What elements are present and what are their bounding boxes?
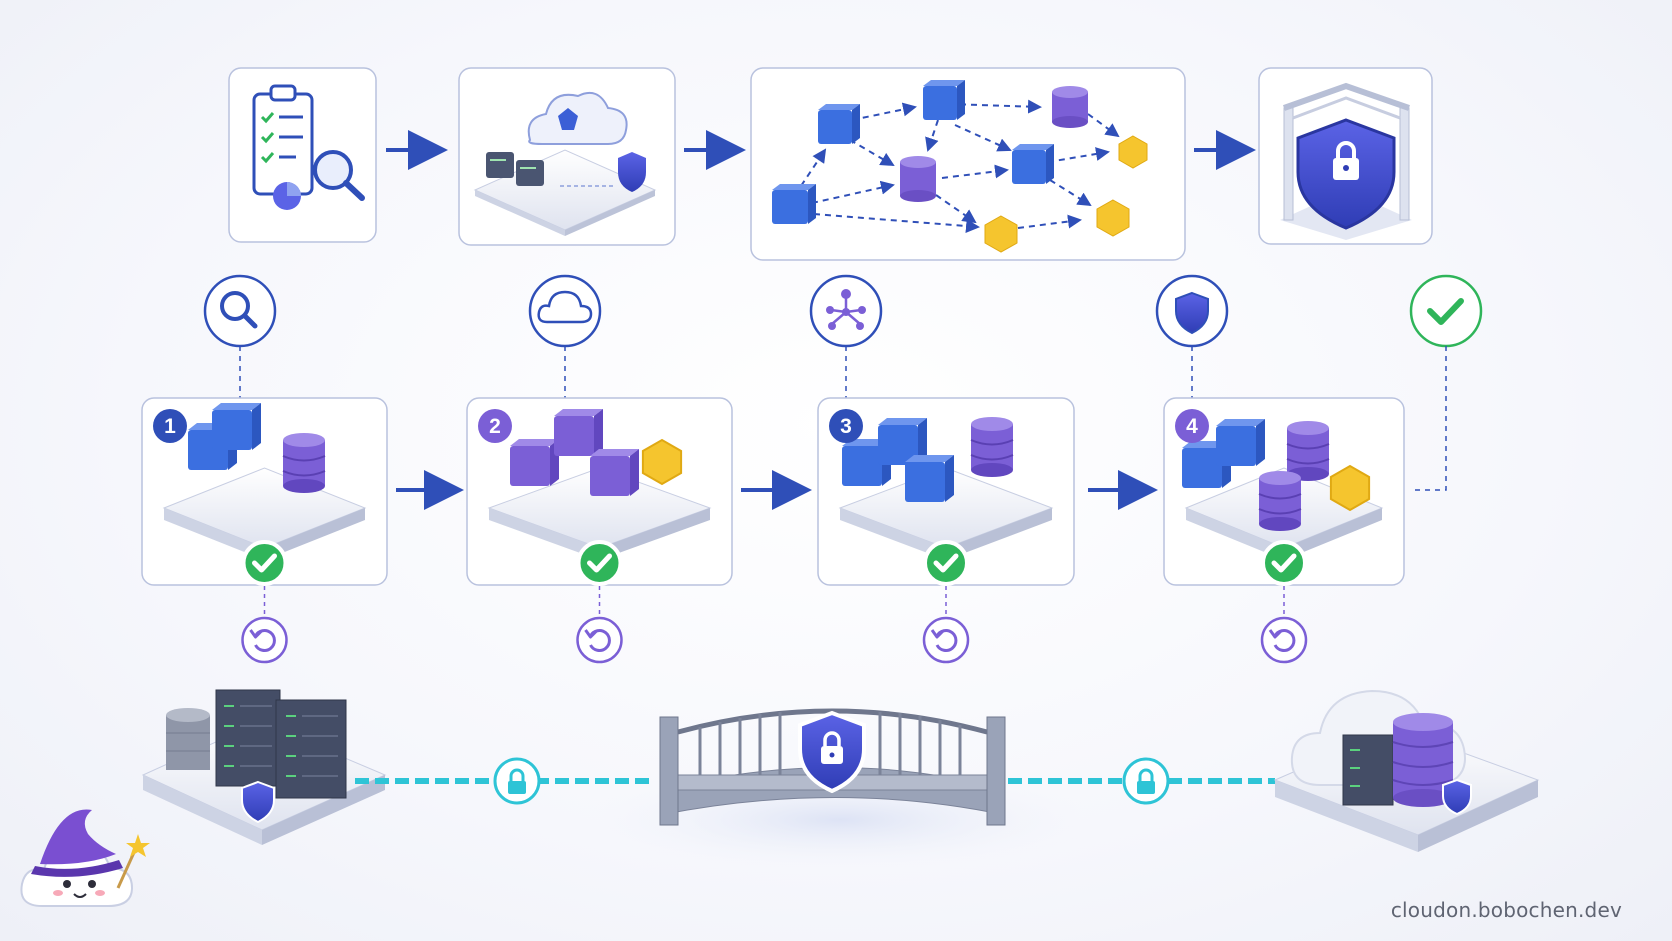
check-icon bbox=[1271, 553, 1297, 573]
step-icon-search bbox=[203, 274, 277, 398]
cube-icon bbox=[1216, 419, 1265, 466]
cube-icon bbox=[878, 418, 927, 465]
top-panel-cloud bbox=[458, 67, 676, 246]
check-icon bbox=[933, 553, 959, 573]
step-number-badge: 4 bbox=[1175, 409, 1209, 443]
secure-link-left bbox=[355, 757, 655, 805]
step-panel-3: 3 bbox=[817, 397, 1075, 664]
database-icon bbox=[1258, 471, 1302, 531]
check-icon bbox=[252, 553, 277, 573]
lock-icon bbox=[508, 781, 526, 794]
cube-icon bbox=[510, 439, 559, 486]
cloud-datacenter-icon bbox=[1273, 689, 1540, 852]
secure-link-right bbox=[1008, 757, 1275, 805]
network-icon bbox=[826, 289, 866, 330]
top-panel-dependency-graph bbox=[750, 67, 1186, 261]
step-number: 1 bbox=[164, 415, 176, 438]
step-panel-1: 1 bbox=[141, 397, 388, 664]
step-complete-check bbox=[241, 540, 288, 586]
final-status-check bbox=[1409, 274, 1483, 491]
database-icon bbox=[970, 417, 1014, 477]
on-premise-datacenter-icon bbox=[141, 689, 387, 845]
graph-node-cube bbox=[818, 104, 860, 144]
rollback-button[interactable] bbox=[576, 616, 623, 664]
wizard-cloud-mascot bbox=[20, 809, 150, 907]
step-number: 2 bbox=[489, 415, 501, 438]
cloud-icon bbox=[537, 290, 593, 324]
graph-node-hexagon bbox=[1118, 135, 1148, 169]
step-number-badge: 2 bbox=[478, 409, 512, 443]
secure-bridge-icon bbox=[659, 708, 1006, 826]
rollback-button[interactable] bbox=[922, 616, 970, 664]
step-number-badge: 1 bbox=[153, 409, 187, 443]
step-icon-network bbox=[809, 274, 883, 398]
lock-icon bbox=[1137, 781, 1155, 794]
graph-node-database bbox=[900, 156, 936, 202]
cube-icon bbox=[905, 455, 954, 502]
secure-gateway-icon bbox=[1280, 82, 1412, 240]
hexagon-icon bbox=[641, 438, 683, 486]
graph-node-cube bbox=[772, 184, 816, 224]
check-icon bbox=[587, 553, 612, 573]
graph-node-database bbox=[1052, 86, 1088, 128]
cube-icon bbox=[212, 403, 261, 450]
graph-node-cube bbox=[923, 80, 965, 120]
shield-icon bbox=[1175, 291, 1209, 335]
rollback-button[interactable] bbox=[1260, 616, 1308, 664]
clipboard-analysis-icon bbox=[252, 84, 365, 210]
top-panel-analysis bbox=[228, 67, 377, 243]
step-number: 4 bbox=[1186, 415, 1198, 438]
graph-node-hexagon bbox=[1096, 199, 1130, 237]
database-icon bbox=[1286, 421, 1330, 481]
step-complete-check bbox=[1261, 540, 1307, 586]
search-icon bbox=[220, 291, 250, 321]
step-icon-cloud bbox=[528, 274, 602, 398]
top-panel-security bbox=[1258, 67, 1433, 245]
step-number: 3 bbox=[840, 415, 852, 438]
cube-icon bbox=[590, 449, 639, 496]
step-panel-2: 2 bbox=[466, 397, 733, 664]
hexagon-icon bbox=[1329, 464, 1371, 512]
graph-node-hexagon bbox=[984, 215, 1018, 253]
cube-icon bbox=[554, 409, 603, 456]
step-icon-shield bbox=[1155, 274, 1229, 398]
check-icon bbox=[1427, 298, 1464, 325]
watermark: cloudon.bobochen.dev bbox=[1390, 898, 1622, 922]
graph-node-cube bbox=[1012, 144, 1054, 184]
step-number-badge: 3 bbox=[829, 409, 863, 443]
cloud-server-icon bbox=[473, 92, 657, 236]
database-icon bbox=[282, 433, 326, 493]
step-panel-4: 4 bbox=[1163, 397, 1405, 664]
rollback-button[interactable] bbox=[241, 616, 288, 664]
step-complete-check bbox=[923, 540, 969, 586]
step-complete-check bbox=[576, 540, 623, 586]
